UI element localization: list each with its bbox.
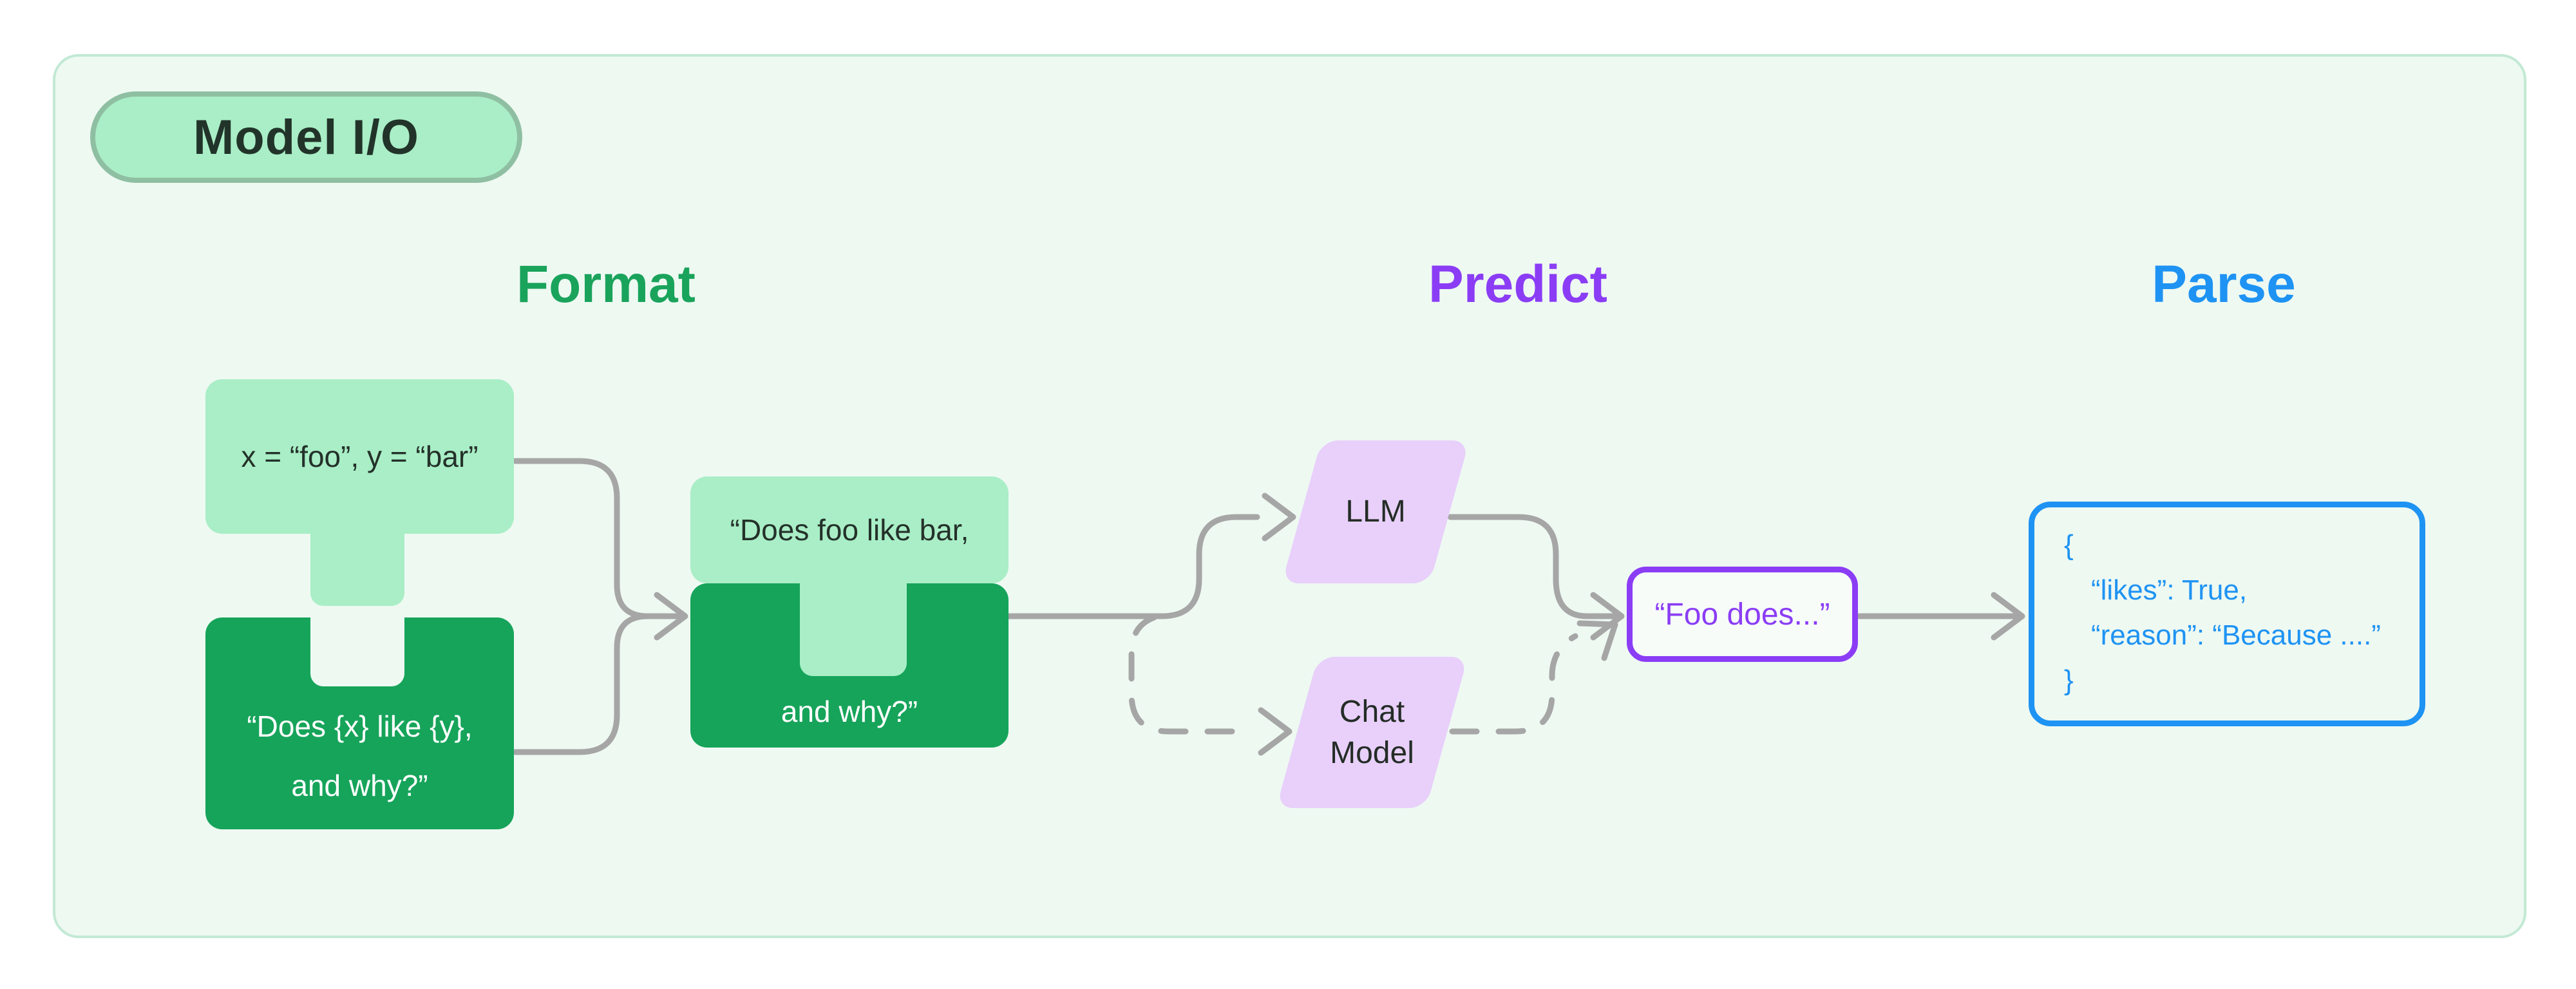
arrowhead-into-prompt (654, 592, 688, 641)
prompt-template-notch (310, 617, 404, 686)
arrowhead-into-chat-model (1258, 707, 1293, 756)
prompt-template-text: “Does {x} like {y}, and why?” (205, 697, 514, 815)
prompt-tab (800, 579, 907, 676)
prompt-top-box: “Does foo like bar, (690, 476, 1009, 583)
result-line-open-brace: { (2064, 529, 2074, 561)
prompt-bottom-line: and why?” (781, 695, 918, 728)
chat-model-label: Chat Model (1297, 657, 1447, 808)
header-predict: Predict (1428, 255, 1607, 314)
result-line-reason: “reason”: “Because ....” (2091, 619, 2381, 651)
chat-model-line2: Model (1330, 735, 1414, 770)
parsed-result-box (2029, 502, 2425, 726)
arrowhead-dashed-into-output (1577, 620, 1618, 661)
wire-template-to-prompt (512, 613, 651, 755)
prompt-bottom-text: and why?” (690, 682, 1009, 741)
result-line-likes: “likes”: True, (2091, 574, 2248, 606)
prompt-top-text: “Does foo like bar, (730, 513, 969, 547)
wire-chat-model-to-output-dashed (1449, 633, 1578, 735)
parsed-result-text: { “likes”: True, “reason”: “Because ....… (2064, 523, 2412, 703)
wire-llm-to-output (1447, 514, 1620, 619)
result-line-close-brace: } (2064, 664, 2074, 696)
arrowhead-into-output (1590, 592, 1625, 641)
model-output-box: “Foo does...” (1627, 567, 1858, 662)
arrowhead-into-llm (1262, 493, 1296, 542)
header-format: Format (516, 255, 696, 314)
input-values-tab (310, 531, 404, 606)
header-parse: Parse (2152, 255, 2296, 314)
prompt-template-line2: and why?” (291, 769, 428, 802)
prompt-template-line1: “Does {x} like {y}, (247, 710, 473, 743)
wire-prompt-to-llm (1005, 514, 1260, 619)
input-values-text: x = “foo”, y = “bar” (241, 440, 478, 473)
arrowhead-into-result (1991, 592, 2025, 641)
llm-node: LLM (1282, 440, 1470, 583)
model-io-badge: Model I/O (90, 91, 522, 183)
wire-prompt-to-chat-model-dashed (1128, 614, 1255, 735)
chat-model-line1: Chat (1339, 694, 1405, 729)
wire-inputs-to-prompt (512, 458, 683, 619)
llm-label: LLM (1345, 494, 1406, 529)
input-values-box: x = “foo”, y = “bar” (205, 379, 514, 534)
chat-model-node: Chat Model (1276, 657, 1468, 808)
